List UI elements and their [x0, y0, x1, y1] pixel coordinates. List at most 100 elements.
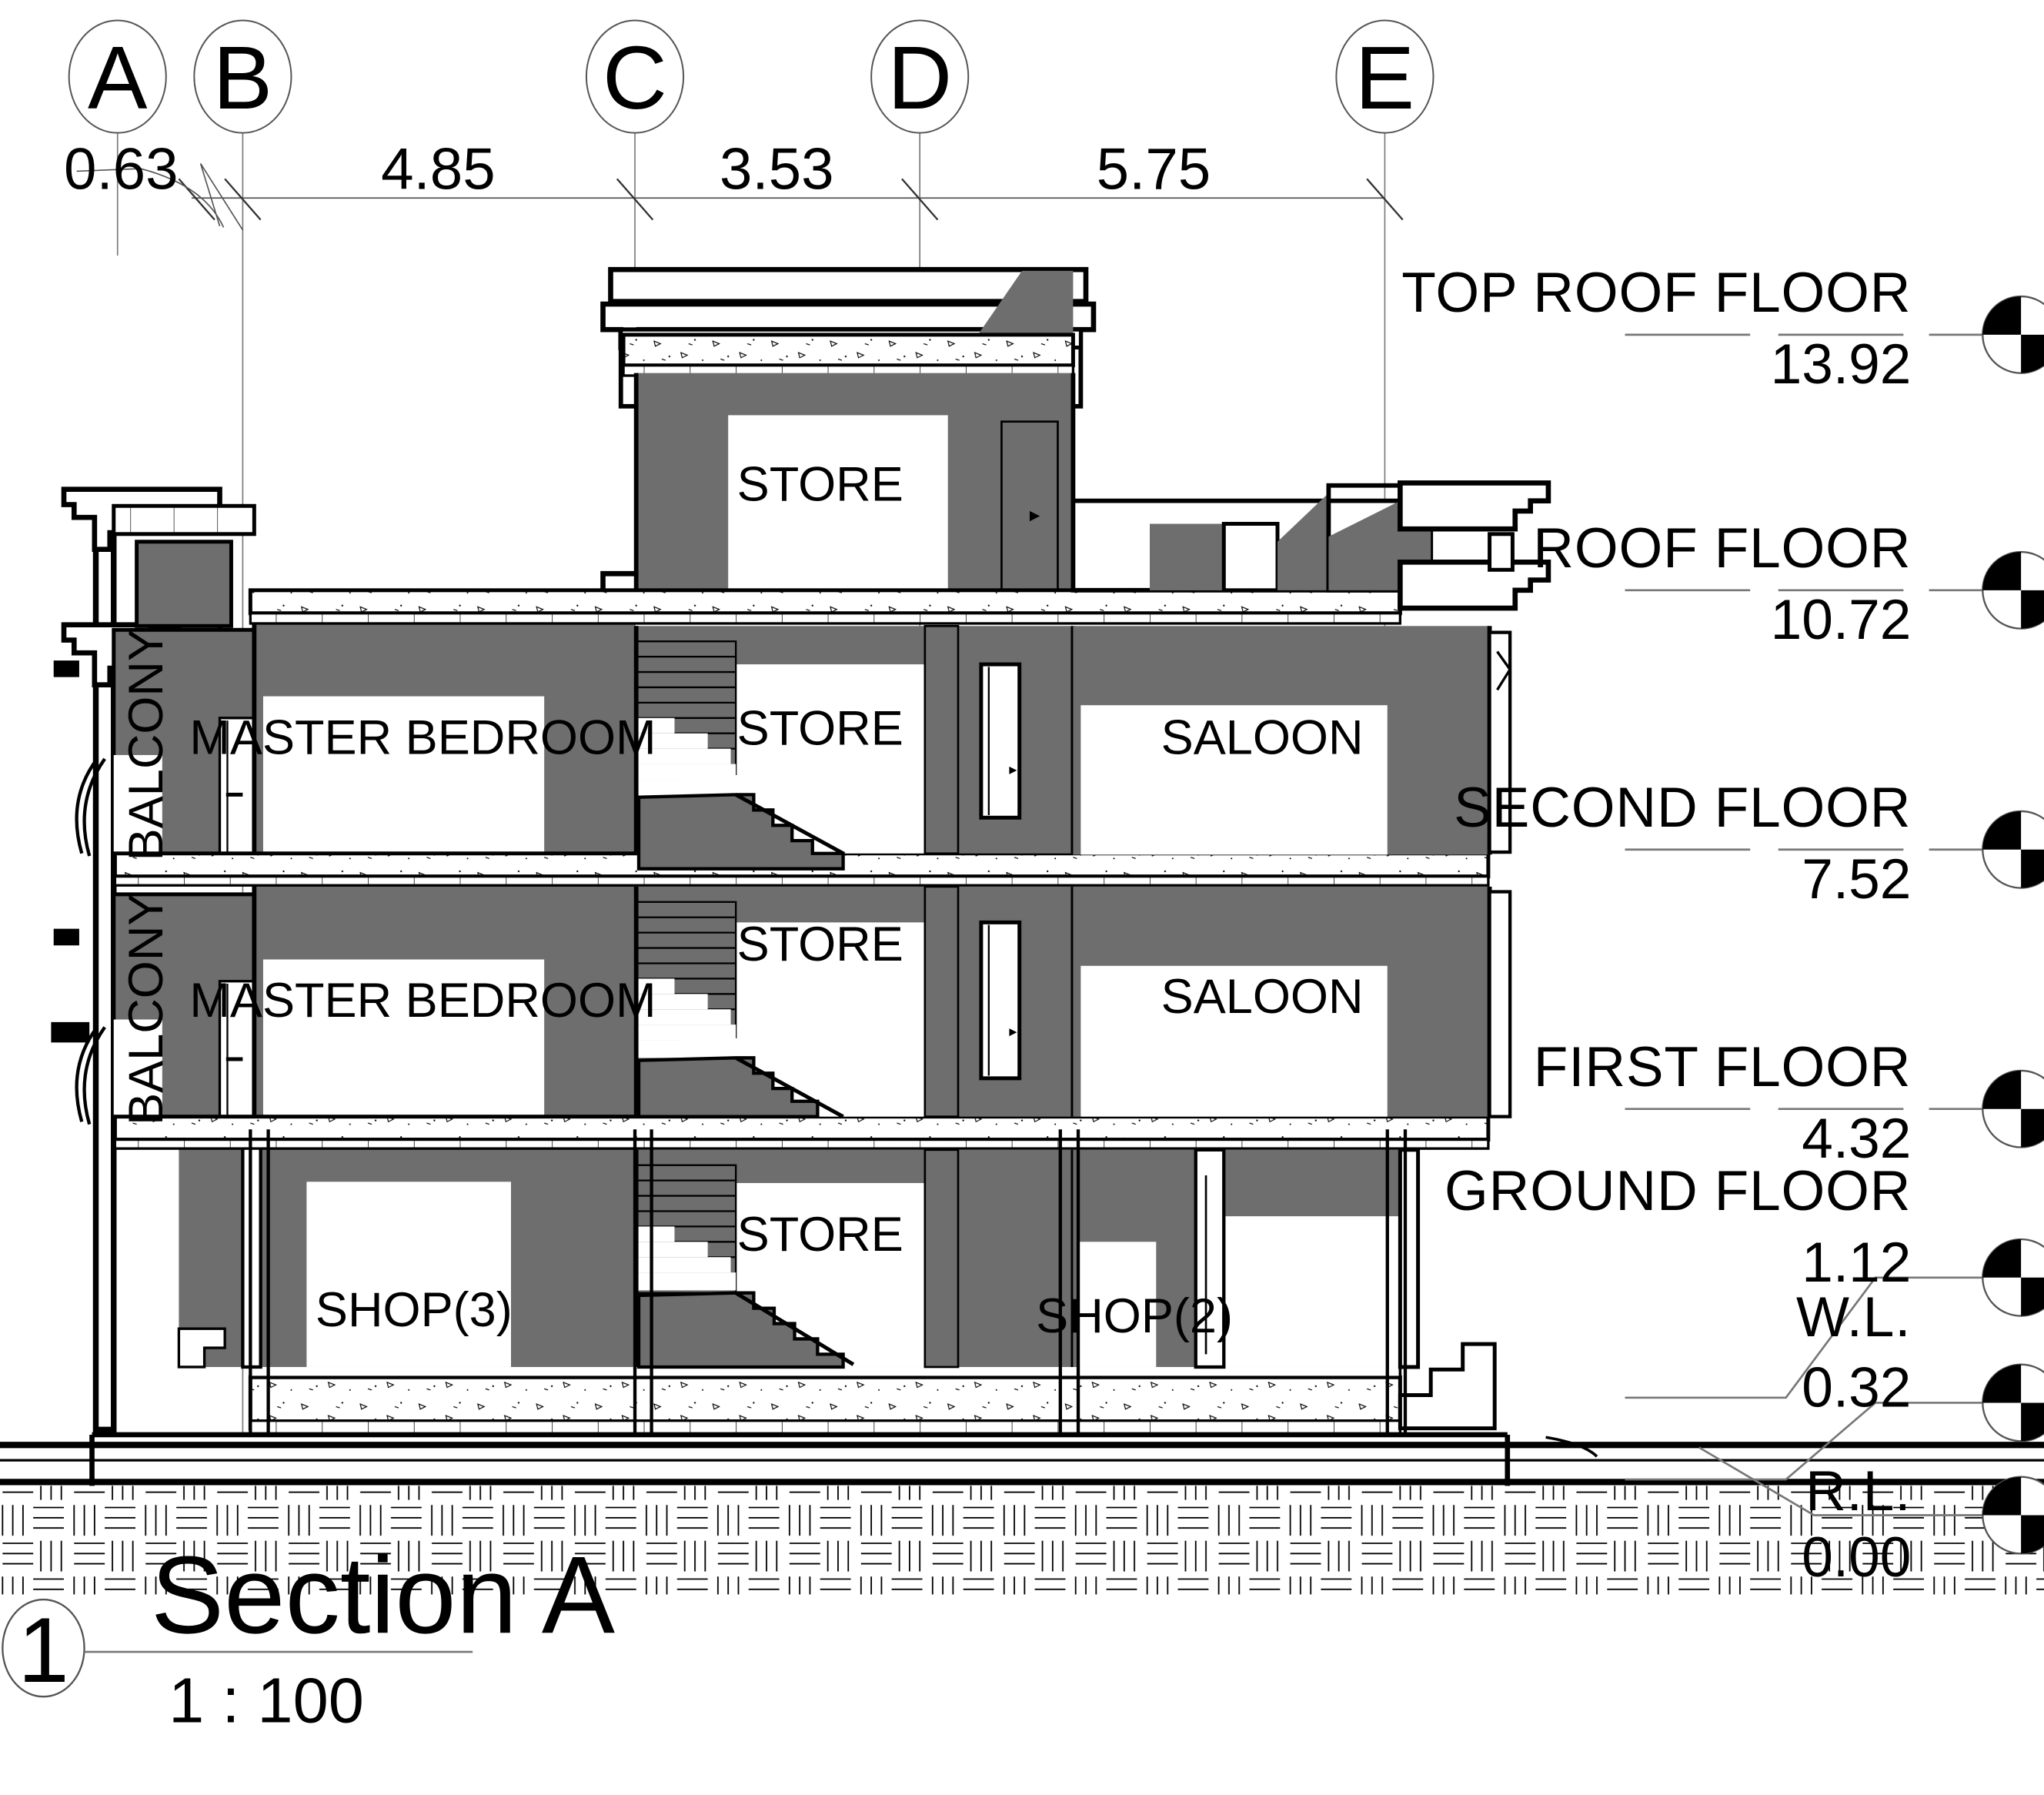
right-detail-upper	[1496, 650, 1512, 691]
bracket-upper	[53, 660, 79, 677]
room-label-store-toproof: STORE	[737, 458, 903, 512]
shaft-second	[923, 885, 960, 1118]
downpipe-upper	[75, 757, 99, 854]
saloon-second	[1073, 626, 1512, 855]
ramp-curve	[1545, 1436, 1598, 1458]
room-label-shop3: SHOP(3)	[316, 1283, 513, 1337]
roof-slab-ceiling	[249, 612, 1402, 625]
dimension-text-3: 5.75	[1097, 137, 1211, 202]
level-value: 13.92	[1771, 333, 1912, 396]
store-toproof	[633, 373, 1076, 602]
level-symbol	[1982, 1363, 2044, 1442]
first-slab-ceiling	[113, 1138, 1490, 1150]
bracket-lower	[53, 928, 79, 946]
page-title: Section A	[151, 1534, 615, 1656]
level-value: 7.52	[1802, 848, 1911, 911]
grid-bubble-circle	[870, 19, 970, 134]
bedroom-upper-space	[262, 696, 545, 855]
grid-bubble-circle	[68, 19, 167, 134]
stair-soffit-ground	[734, 1291, 855, 1366]
balcony-upper-opening	[113, 754, 162, 855]
ground-floor-base	[249, 1419, 1402, 1435]
balcony-canopy-slab	[112, 503, 256, 536]
dimension-text-1: 4.85	[381, 137, 496, 202]
shop2-ground	[1073, 1148, 1421, 1369]
detail-number: 1	[18, 1599, 68, 1702]
saloon-lower-space	[1080, 965, 1388, 1117]
room-label-master-bedroom-second: MASTER BEDROOM	[189, 710, 656, 764]
downpipe-lower	[75, 1026, 99, 1122]
right-roof-parapet	[1070, 480, 1551, 611]
first-slab-concrete	[112, 1115, 1491, 1142]
earth-hatch	[0, 1486, 2044, 1595]
balcony-second-floor	[112, 627, 256, 857]
room-label-master-bedroom-first: MASTER BEDROOM	[189, 974, 656, 1028]
stair-steps-ground	[636, 1291, 845, 1369]
stair-steps-roof	[636, 793, 845, 871]
detail-bubble[interactable]	[2, 1598, 85, 1698]
second-slab-ceiling	[113, 874, 1490, 887]
level-marker-rl[interactable]: R.L. 0.00	[1698, 1446, 2044, 1589]
room-label-store-roof: STORE	[737, 702, 903, 756]
structure-columns	[249, 1129, 1408, 1434]
level-marker-top-roof-floor[interactable]: TOP ROOF FLOOR 13.92	[1401, 262, 2044, 396]
grid-bubble-circle	[585, 19, 685, 134]
parapet-shade-angle-2	[1278, 493, 1329, 590]
right-outer-wall-lower	[1488, 890, 1512, 1118]
saloon-first	[1073, 886, 1512, 1118]
level-symbol	[1982, 295, 2044, 374]
level-marker-first-floor[interactable]: FIRST FLOOR 4.32	[1534, 1036, 2044, 1170]
shop2-right-column	[1398, 1148, 1421, 1369]
ground-earth	[0, 1432, 2044, 1595]
store-top-space	[728, 415, 948, 597]
tower-roof-slab	[621, 333, 1075, 368]
shop3-space	[306, 1182, 511, 1367]
level-markers: TOP ROOF FLOOR 13.92 ROOF FLOOR 10.72	[1401, 262, 2044, 1589]
level-name: W.L.	[1796, 1286, 1911, 1349]
grid-bubble-label: C	[603, 28, 667, 128]
stair-flight-second	[635, 901, 844, 1118]
shop2-space-left	[1079, 1242, 1157, 1367]
dimension-text-2: 3.53	[720, 137, 834, 202]
shop2-door	[1194, 1148, 1226, 1369]
master-bedroom-second	[252, 600, 636, 855]
level-symbol	[1982, 1069, 2044, 1148]
balcony-lower-opening	[113, 1019, 162, 1119]
grid-bubble-B[interactable]: B	[193, 19, 292, 134]
level-leader	[1698, 1446, 2022, 1516]
downpipe-upper-2	[82, 757, 106, 857]
room-label-saloon-second: SALOON	[1161, 710, 1364, 764]
grid-bubble-C[interactable]: C	[585, 19, 685, 134]
door-swing-marker	[1009, 1028, 1017, 1037]
room-labels: STORE STORE STORE STORE MASTER BEDROOM M…	[119, 458, 1364, 1344]
room-label-shop2: SHOP(2)	[1036, 1289, 1233, 1343]
building-section	[0, 266, 2044, 1595]
level-name: SECOND FLOOR	[1454, 777, 1911, 839]
grid-bubble-A[interactable]: A	[68, 19, 167, 134]
cornice-mid-right	[1398, 559, 1551, 611]
parapet-box-1	[1221, 522, 1280, 593]
level-marker-wl[interactable]: W.L. 0.32	[1625, 1286, 2044, 1481]
grid-bubble-label: B	[213, 28, 273, 128]
grid-bubble-circle	[1335, 19, 1434, 134]
shop3-step-detail	[177, 1327, 226, 1369]
level-value: 0.00	[1802, 1526, 1911, 1589]
first-floor-slab	[112, 1115, 1491, 1150]
stair-soffit-roof	[734, 793, 844, 855]
level-marker-second-floor[interactable]: SECOND FLOOR 7.52	[1454, 777, 2044, 911]
level-marker-roof-floor[interactable]: ROOF FLOOR 10.72	[1533, 517, 2044, 651]
level-name: FIRST FLOOR	[1534, 1036, 1912, 1098]
room-label-store-second: STORE	[737, 918, 903, 971]
level-marker-ground-floor[interactable]: GROUND FLOOR 1.12	[1444, 1160, 2044, 1399]
grid-bubble-D[interactable]: D	[870, 19, 970, 134]
tower-shadow-right	[970, 270, 1074, 346]
store-stair-second	[633, 885, 1076, 1118]
level-symbol	[1982, 550, 2044, 630]
grid-bubble-E[interactable]: E	[1335, 19, 1434, 134]
level-value: 10.72	[1771, 589, 1912, 651]
room-label-balcony-second: BALCONY	[119, 629, 173, 861]
shaft-ground	[923, 1148, 960, 1369]
level-symbol	[1982, 810, 2044, 889]
